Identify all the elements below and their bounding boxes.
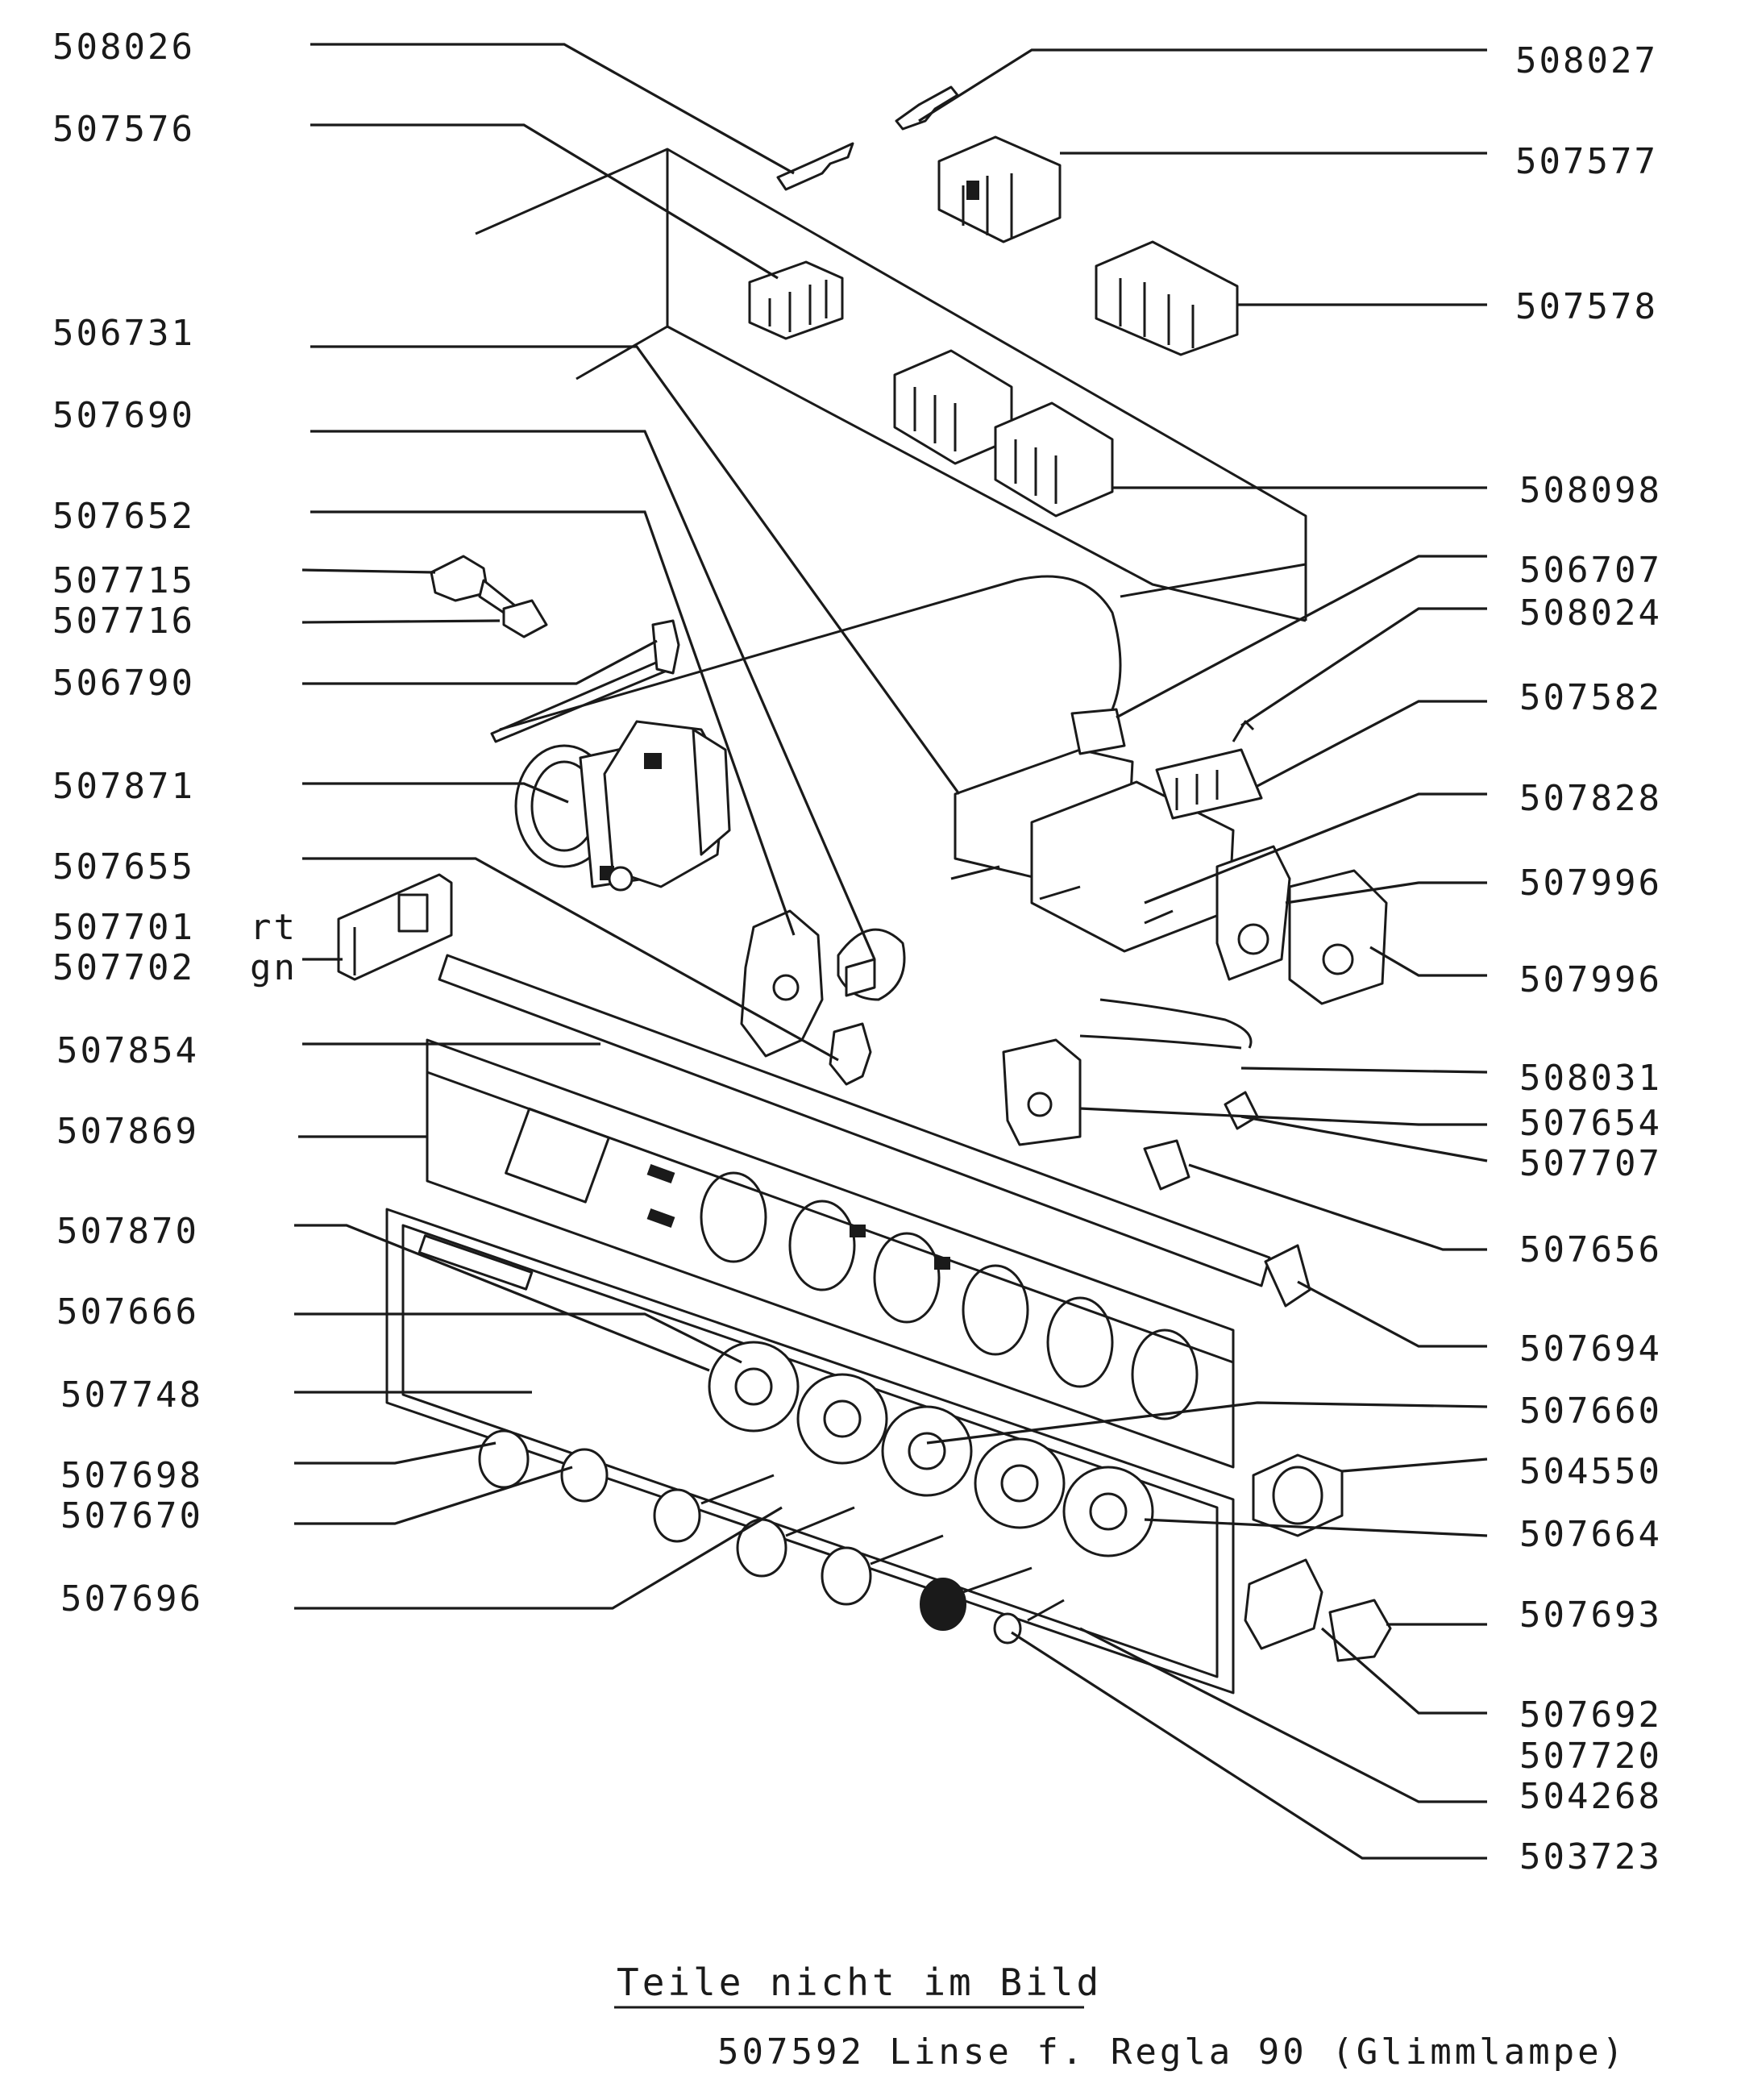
wire-508031 [1099,998,1253,1049]
terminal-block-507577 [937,135,1062,243]
part-number-label: 507996 [1519,959,1662,1000]
thermostat-504550 [1252,1453,1344,1537]
part-number-label: 507692 [1519,1695,1662,1736]
glow-tube-507854 [438,954,1271,1287]
part-number-label: 507670 [60,1495,203,1537]
spindle-507715 [430,555,548,638]
part-number-label: 507576 [52,109,195,150]
lamp-socket-507693 [1244,1558,1392,1662]
lamp-holder-507694 [1264,1244,1311,1308]
terminal-block-507576 [748,260,844,340]
part-number-label: 507696 [60,1578,203,1620]
part-number-label: 507698 [60,1455,203,1496]
part-number-label: 507660 [1519,1391,1662,1432]
part-number-label: 507664 [1519,1514,1662,1555]
footer-title: Teile nicht im Bild [617,1961,1102,2004]
part-number-label: 507748 [60,1374,203,1416]
part-number-label: 504268 [1519,1776,1662,1817]
part-number-label: 507716 [52,601,195,642]
leader-lines [294,43,1488,1860]
part-number-label: 507655 [52,846,195,888]
part-number-label: 507690 [52,395,195,436]
part-number-label: 507577 [1515,141,1658,182]
part-number-label: 506707 [1519,550,1662,591]
clip-508027 [895,85,959,131]
part-number-label: 507707 [1519,1143,1662,1184]
cam-disc-507652 [740,909,906,1058]
part-number-label: 507869 [56,1111,199,1152]
part-number-label: 507656 [1519,1229,1662,1270]
part-number-label: 508026 [52,27,195,68]
wire-lead [1079,1034,1242,1050]
capillary-tube [499,575,1122,731]
part-number-label: 507870 [56,1211,199,1252]
part-number-label: 507693 [1519,1595,1662,1636]
part-number-label: 507701 [52,907,195,948]
footer-notes: Teile nicht im Bild 507592 Linse f. Regl… [614,1961,1627,2073]
timer-motor-507871 [514,720,731,892]
control-knobs [478,1429,1065,1645]
clip-506790 [651,619,680,675]
left-labels: 508026 507576 506731 507690 507652 50771… [52,27,297,1620]
terminal-block-508098 [893,349,1114,518]
part-number-label: 508024 [1519,593,1662,634]
clip-507707 [1224,1091,1259,1130]
parts-drawing [337,85,1392,1695]
clip-507656 [1143,1139,1190,1191]
dial-plates [708,1341,1154,1557]
part-number-label: 507720 [1519,1736,1662,1777]
part-number-label: 507702 [52,947,195,988]
part-number-label: 507694 [1519,1329,1662,1370]
housing-box [475,148,1307,622]
switch-assembly [950,708,1388,1005]
part-number-label: 508027 [1515,40,1658,81]
part-number-label: 507715 [52,560,195,601]
part-number-label: 508031 [1519,1058,1662,1099]
wire-color-tag-green: gn [250,947,297,988]
signal-lamp-507701 [337,873,453,981]
part-number-label: 503723 [1519,1836,1662,1878]
part-number-label: 507582 [1519,677,1662,718]
part-number-label: 507654 [1519,1103,1662,1144]
part-number-label: 504550 [1519,1451,1662,1492]
part-number-label: 507828 [1519,778,1662,819]
part-number-label: 507666 [56,1291,199,1333]
part-number-label: 507996 [1519,863,1662,904]
right-labels: 508027 507577 507578 508098 506707 50802… [1515,40,1662,1878]
part-number-label: 508098 [1519,470,1662,511]
footer-item: 507592 Linse f. Regla 90 (Glimmlampe) [717,2031,1627,2073]
part-number-label: 507854 [56,1030,199,1071]
clip-508026 [776,142,854,191]
terminal-block-507578 [1095,240,1239,356]
wire-color-tag-red: rt [250,907,297,948]
bracket-507655 [829,1022,872,1086]
part-number-label: 507871 [52,766,195,807]
part-number-label: 506790 [52,663,195,704]
part-number-label: 507578 [1515,286,1658,327]
front-panel-507869 [426,1038,1235,1469]
part-number-label: 506731 [52,313,195,354]
part-number-label: 507652 [52,496,195,537]
